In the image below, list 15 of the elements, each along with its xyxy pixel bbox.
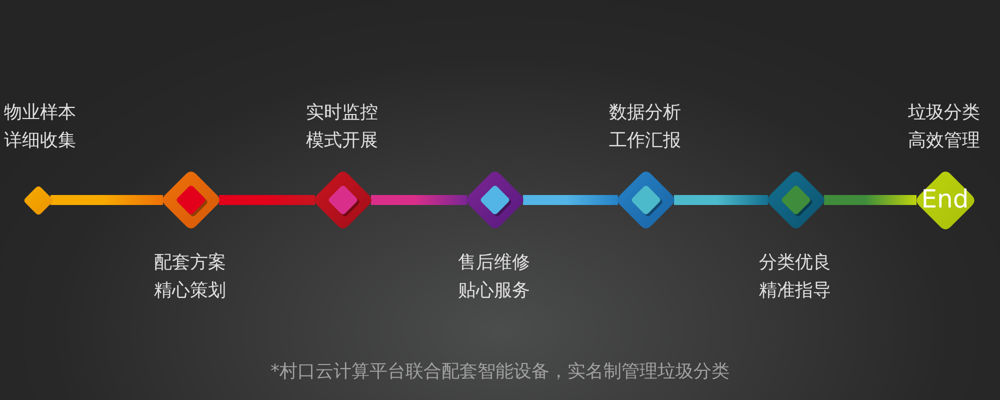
connector-line bbox=[824, 195, 916, 205]
step-label: 物业样本详细收集 bbox=[4, 101, 77, 153]
step-label: 垃圾分类高效管理 bbox=[908, 101, 981, 153]
node-label: End bbox=[921, 184, 969, 214]
connector-line bbox=[523, 195, 618, 205]
step-label: 数据分析工作汇报 bbox=[609, 101, 682, 153]
connector-line bbox=[219, 195, 315, 205]
step-label: 分类优良精准指导 bbox=[759, 251, 832, 303]
connector-line bbox=[674, 195, 768, 205]
connector-line bbox=[371, 195, 467, 205]
step-label: 配套方案精心策划 bbox=[154, 251, 227, 303]
step-label: 售后维修贴心服务 bbox=[458, 251, 531, 303]
caption-note: *村口云计算平台联合配套智能设备，实名制管理垃圾分类 bbox=[270, 360, 730, 384]
connector-line bbox=[50, 195, 163, 205]
step-label: 实时监控模式开展 bbox=[306, 101, 379, 153]
